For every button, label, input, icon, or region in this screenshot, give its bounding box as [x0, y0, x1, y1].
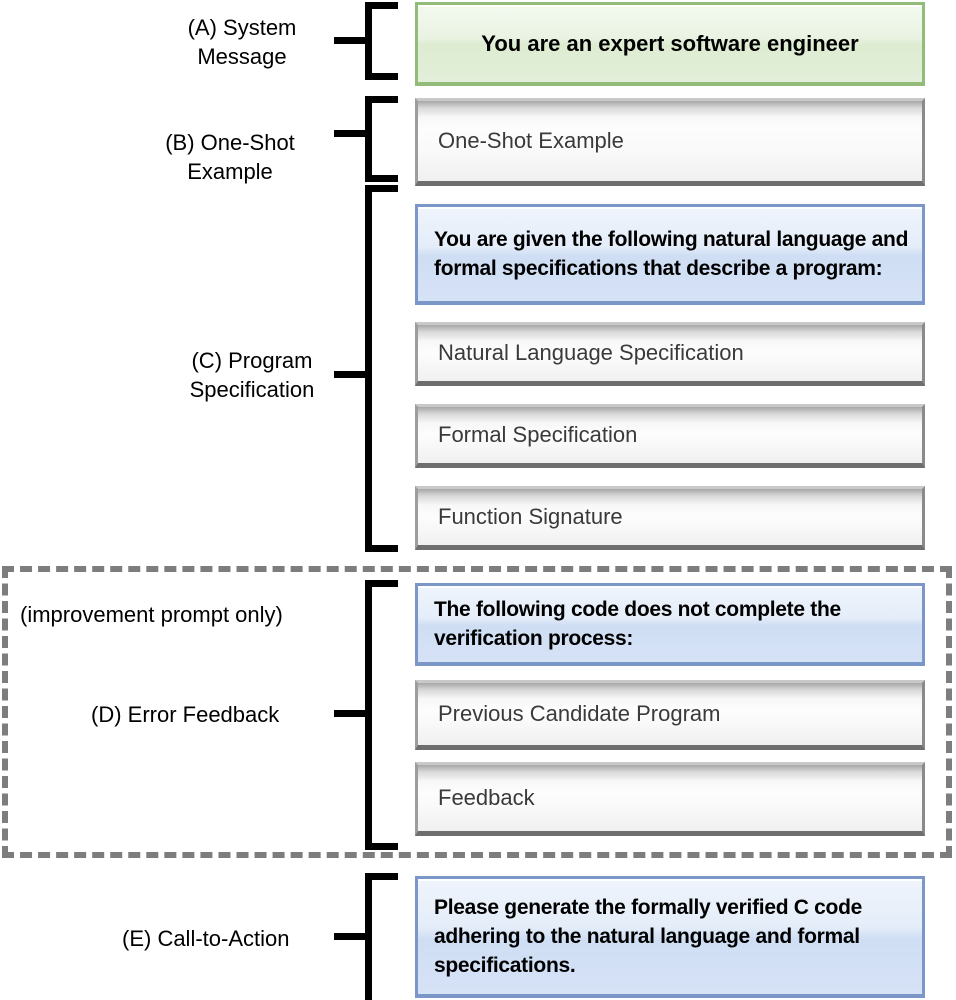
box-formal-specification: Formal Specification	[415, 404, 925, 468]
box-call-to-action: Please generate the formally verified C …	[415, 876, 925, 998]
bracket-b	[365, 96, 398, 182]
box-spec-intro: You are given the following natural lang…	[415, 204, 925, 305]
connector-line-d	[334, 710, 367, 717]
improvement-prompt-group-outline	[2, 566, 952, 858]
box-system-message: You are an expert software engineer	[415, 2, 925, 86]
label-one-shot-example: (B) One-Shot Example	[165, 130, 295, 184]
label-call-to-action: (E) Call-to-Action	[122, 926, 290, 951]
box-natural-language-specification: Natural Language Specification	[415, 322, 925, 386]
bracket-e	[365, 873, 398, 1000]
box-one-shot-example: One-Shot Example	[415, 98, 925, 186]
box-previous-candidate-program: Previous Candidate Program	[415, 680, 925, 750]
box-function-signature: Function Signature	[415, 486, 925, 550]
label-system-message: (A) System Message	[187, 15, 297, 69]
box-error-intro: The following code does not complete the…	[415, 583, 925, 666]
improvement-prompt-note: (improvement prompt only)	[20, 602, 283, 627]
connector-line-c	[334, 371, 367, 378]
bracket-a	[365, 2, 398, 80]
bracket-d	[365, 580, 398, 850]
bracket-c	[365, 185, 398, 552]
box-feedback: Feedback	[415, 762, 925, 836]
label-error-feedback: (D) Error Feedback	[91, 702, 280, 727]
label-program-specification: (C) Program Specification	[189, 348, 315, 402]
connector-line-a	[334, 37, 367, 44]
connector-line-e	[334, 933, 367, 940]
connector-line-b	[334, 130, 367, 137]
